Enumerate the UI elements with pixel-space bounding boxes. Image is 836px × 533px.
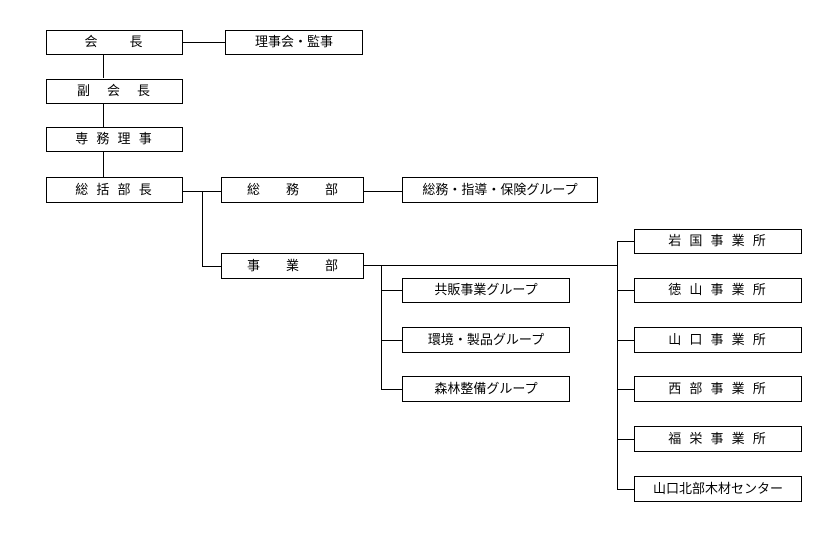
connector — [381, 290, 402, 292]
connector — [381, 389, 402, 391]
business-group-label: 環境・製品グループ — [427, 332, 545, 348]
connector — [617, 389, 634, 391]
office-label: 福 栄 事 業 所 — [668, 431, 768, 447]
office-label: 山口北部木材センター — [652, 481, 783, 497]
office-box: 山口北部木材センター — [634, 476, 802, 502]
chairman-label: 会 長 — [84, 35, 145, 50]
connector — [202, 266, 221, 268]
general-manager-label: 総 括 部 長 — [75, 182, 154, 198]
office-label: 西 部 事 業 所 — [668, 381, 768, 397]
executive-director-box: 専 務 理 事 — [46, 127, 183, 152]
office-label: 山 口 事 業 所 — [668, 332, 768, 348]
business-group-box: 森林整備グループ — [402, 376, 570, 402]
vice-chairman-label: 副 会 長 — [76, 84, 152, 99]
board-label: 理事会・監事 — [254, 35, 333, 50]
connector — [364, 265, 617, 267]
general-affairs-group-box: 総務・指導・保険グループ — [402, 177, 598, 203]
business-dept-box: 事 業 部 — [221, 253, 364, 279]
connector — [364, 191, 402, 193]
general-manager-box: 総 括 部 長 — [46, 177, 183, 203]
business-group-label: 共販事業グループ — [434, 283, 538, 298]
connector — [103, 104, 105, 127]
general-affairs-group-label: 総務・指導・保険グループ — [422, 182, 578, 198]
connector — [617, 290, 634, 292]
vice-chairman-box: 副 会 長 — [46, 79, 183, 104]
business-dept-label: 事 業 部 — [246, 258, 338, 274]
connector — [202, 191, 204, 266]
connector — [381, 340, 402, 342]
office-box: 徳 山 事 業 所 — [634, 278, 802, 303]
connector — [617, 241, 634, 243]
executive-director-label: 専 務 理 事 — [75, 132, 154, 147]
office-box: 福 栄 事 業 所 — [634, 426, 802, 452]
office-box: 西 部 事 業 所 — [634, 376, 802, 402]
general-affairs-box: 総 務 部 — [221, 177, 364, 203]
office-label: 徳 山 事 業 所 — [668, 283, 768, 298]
board-box: 理事会・監事 — [225, 30, 363, 55]
connector — [617, 489, 634, 491]
connector — [381, 265, 383, 389]
office-box: 山 口 事 業 所 — [634, 327, 802, 353]
connector — [617, 340, 634, 342]
office-box: 岩 国 事 業 所 — [634, 229, 802, 254]
business-group-label: 森林整備グループ — [434, 381, 538, 397]
connector — [103, 152, 105, 177]
general-affairs-label: 総 務 部 — [246, 182, 338, 198]
connector — [103, 55, 105, 78]
business-group-box: 環境・製品グループ — [402, 327, 570, 353]
connector — [617, 241, 619, 490]
connector — [183, 42, 225, 44]
business-group-box: 共販事業グループ — [402, 278, 570, 303]
connector — [617, 439, 634, 441]
chairman-box: 会 長 — [46, 30, 183, 55]
office-label: 岩 国 事 業 所 — [668, 234, 768, 249]
